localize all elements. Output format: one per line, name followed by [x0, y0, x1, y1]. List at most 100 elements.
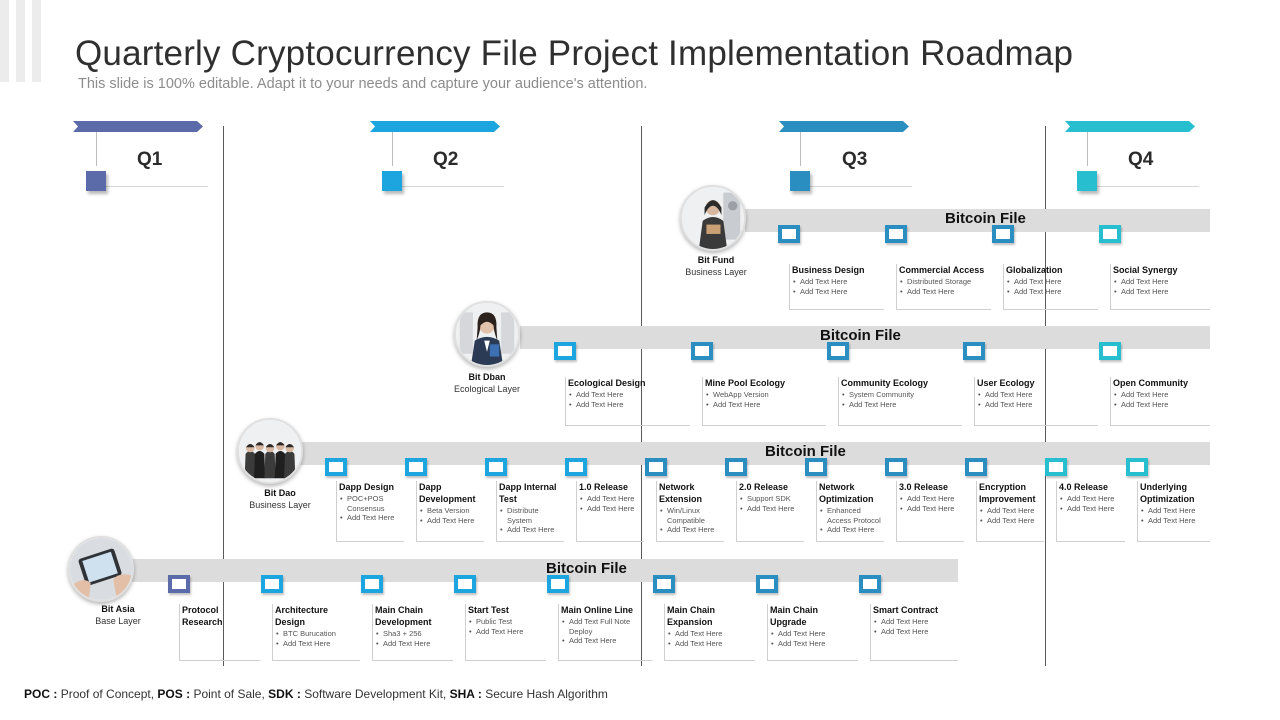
row-4-milestone: Main Chain UpgradeAdd Text HereAdd Text … [767, 604, 858, 661]
milestone-point: Add Text Here [978, 400, 1098, 410]
milestone-point: Enhanced Access Protocol [820, 506, 884, 525]
corner-bar-left [0, 0, 9, 82]
milestone-point: Add Text Here [1060, 494, 1125, 504]
milestone-point: Add Text Here [1060, 504, 1125, 514]
milestone-points: Beta VersionAdd Text Here [419, 506, 484, 525]
row-2-milestone-marker [827, 342, 849, 360]
milestone-point: Add Text Here [420, 516, 484, 526]
milestone-point: Add Text Here [980, 506, 1044, 516]
milestone-points: Add Text HereAdd Text Here [899, 494, 964, 513]
milestone-title: Ecological Design [568, 378, 646, 388]
milestone-title: 4.0 Release [1059, 482, 1109, 492]
milestone-points: WebApp VersionAdd Text Here [705, 390, 826, 409]
milestone-title: Globalization [1006, 265, 1063, 275]
milestone-title: Dapp Development [419, 482, 476, 504]
milestone-points: Add Text HereAdd Text Here [873, 617, 958, 636]
milestone-point: Add Text Here [668, 629, 755, 639]
row-4-milestone-marker [168, 575, 190, 593]
row-1-milestone-marker [885, 225, 907, 243]
row-3-milestone: Dapp DevelopmentBeta VersionAdd Text Her… [416, 481, 484, 542]
milestone-point: Add Text Here [740, 504, 804, 514]
milestone-title: Mine Pool Ecology [705, 378, 786, 388]
row-3-milestone-marker [885, 458, 907, 476]
row-2-milestone-marker [554, 342, 576, 360]
milestone-title: User Ecology [977, 378, 1035, 388]
row-1-title: Bitcoin File [945, 210, 1026, 227]
milestone-points: Sha3 + 256Add Text Here [375, 629, 453, 648]
row-3-milestone: 3.0 ReleaseAdd Text HereAdd Text Here [896, 481, 964, 542]
milestone-point: Add Text Here [1141, 506, 1210, 516]
milestone-title: Main Online Line [561, 605, 634, 615]
quarter-q1-rule [96, 186, 208, 187]
quarter-q1-marker [86, 171, 106, 191]
milestone-points: Support SDKAdd Text Here [739, 494, 804, 513]
row-2-milestone: Ecological DesignAdd Text HereAdd Text H… [565, 377, 690, 426]
milestone-point: Add Text Here [820, 525, 884, 535]
row-1-persona-name: Bit Fund [697, 255, 735, 265]
milestone-title: Underlying Optimization [1140, 482, 1195, 504]
milestone-title: Protocol Research [182, 605, 223, 627]
row-2-title: Bitcoin File [820, 327, 901, 344]
quarter-q4-arrow [1065, 121, 1195, 132]
milestone-point: Public Test [469, 617, 546, 627]
woman-with-book-photo [680, 185, 746, 251]
milestone-point: Add Text Here [276, 639, 360, 649]
milestone-point: Add Text Here [668, 639, 755, 649]
milestone-title: 1.0 Release [579, 482, 629, 492]
row-4-milestone: Main Chain ExpansionAdd Text HereAdd Tex… [664, 604, 755, 661]
milestone-point: System Community [842, 390, 962, 400]
milestone-point: Add Text Here [900, 494, 964, 504]
milestone-points: System CommunityAdd Text Here [841, 390, 962, 409]
row-3-milestone: 1.0 ReleaseAdd Text HereAdd Text Here [576, 481, 644, 542]
row-3-milestone-marker [1126, 458, 1148, 476]
businesswoman-photo [454, 301, 520, 367]
row-4-milestone: Main Chain DevelopmentSha3 + 256Add Text… [372, 604, 453, 661]
quarter-q3-stem [800, 132, 801, 166]
milestone-point: Add Text Here [900, 287, 991, 297]
milestone-title: Dapp Internal Test [499, 482, 557, 504]
row-3-milestone: Encryption ImprovementAdd Text HereAdd T… [976, 481, 1044, 542]
milestone-point: Add Text Here [562, 636, 652, 646]
row-4-persona-layer: Base Layer [95, 616, 141, 626]
row-4-band [130, 559, 958, 582]
row-1-milestone-marker [992, 225, 1014, 243]
milestone-points: Add Text HereAdd Text Here [1140, 506, 1210, 525]
row-2-milestone-marker [963, 342, 985, 360]
milestone-point: Add Text Here [842, 400, 962, 410]
milestone-point: Beta Version [420, 506, 484, 516]
milestone-title: 2.0 Release [739, 482, 789, 492]
row-4-milestone-marker [859, 575, 881, 593]
milestone-point: Add Text Here [706, 400, 826, 410]
milestone-title: Encryption Improvement [979, 482, 1036, 504]
quarter-q4-stem [1087, 132, 1088, 166]
row-2-milestone: Open CommunityAdd Text HereAdd Text Here [1110, 377, 1210, 426]
milestone-point: Add Text Here [660, 525, 724, 535]
milestone-point: Add Text Here [569, 390, 690, 400]
row-3-milestone-marker [965, 458, 987, 476]
row-2-milestone-marker [1099, 342, 1121, 360]
row-2-persona-layer: Ecological Layer [453, 384, 521, 394]
row-2-persona-name: Bit Dban [468, 372, 506, 382]
row-4-title: Bitcoin File [546, 560, 627, 577]
milestone-title: Main Chain Development [375, 605, 432, 627]
page-title: Quarterly Cryptocurrency File Project Im… [75, 34, 1074, 73]
milestone-points: Add Text HereAdd Text Here [667, 629, 755, 648]
milestone-point: Distribute System [500, 506, 564, 525]
milestone-point: Add Text Here [900, 504, 964, 514]
footer-full-poc: Proof of Concept, [60, 687, 155, 701]
milestone-title: Network Optimization [819, 482, 874, 504]
milestone-point: Distributed Storage [900, 277, 991, 287]
row-4-milestone-marker [653, 575, 675, 593]
quarter-q2-arrow [370, 121, 500, 132]
row-3-band [300, 442, 1210, 465]
milestone-point: Add Text Here [874, 617, 958, 627]
milestone-title: Social Synergy [1113, 265, 1178, 275]
milestone-point: Add Text Here [569, 400, 690, 410]
quarter-q1-arrow [73, 121, 203, 132]
milestone-points: Win/Linux CompatibleAdd Text Here [659, 506, 724, 535]
milestone-title: Commercial Access [899, 265, 985, 275]
milestone-points: Add Text HereAdd Text Here [979, 506, 1044, 525]
page-subtitle: This slide is 100% editable. Adapt it to… [78, 76, 648, 92]
row-1-milestone: Social SynergyAdd Text HereAdd Text Here [1110, 264, 1210, 310]
milestone-points: Enhanced Access ProtocolAdd Text Here [819, 506, 884, 535]
